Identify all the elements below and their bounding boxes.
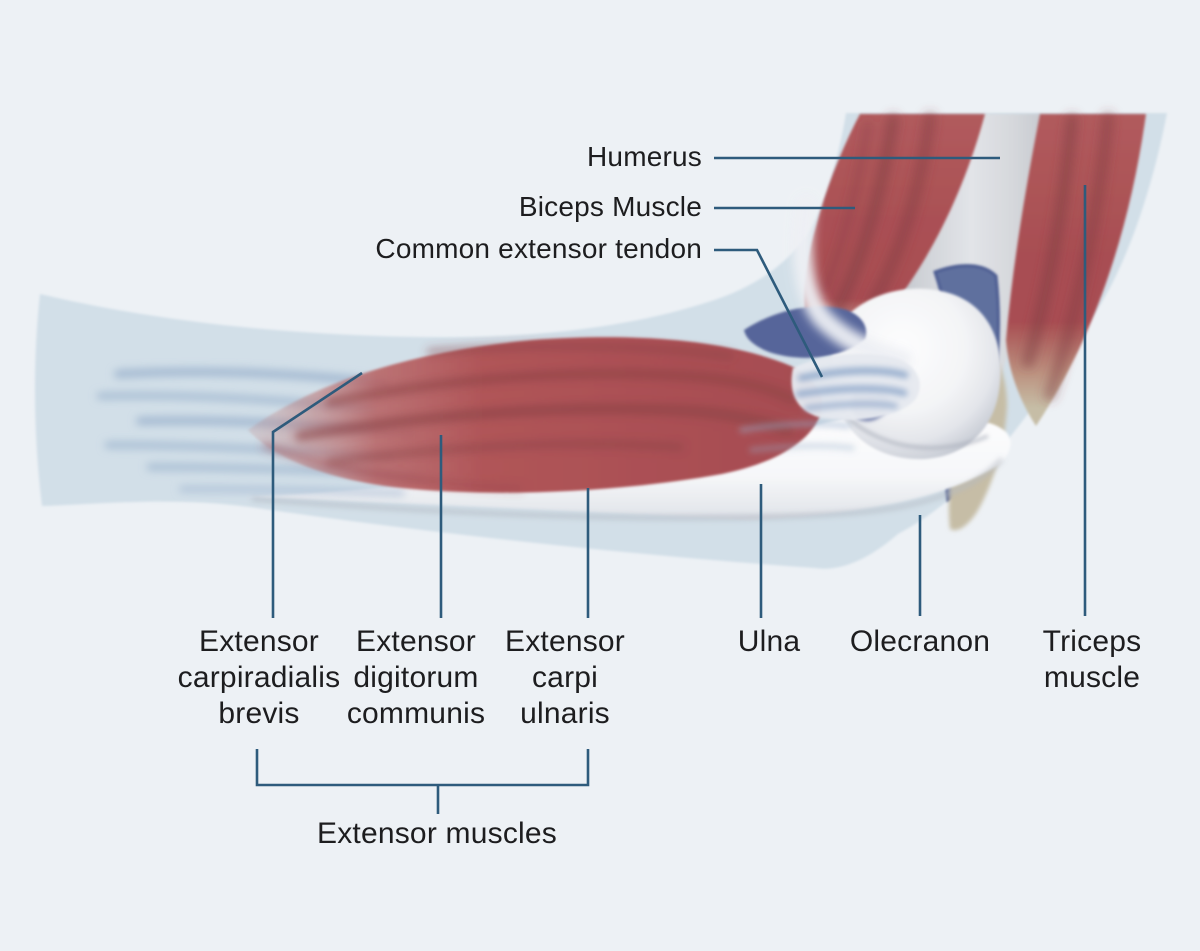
extensor-muscle-mass	[248, 337, 823, 493]
label-extensor-digitorum-communis: Extensor digitorum communis	[286, 624, 546, 732]
label-humerus: Humerus	[272, 139, 702, 175]
biceps-muscle-shape	[804, 112, 985, 348]
extensor-fiber-streaks	[262, 342, 797, 491]
label-extensor-carpiradialis-brevis: Extensor carpiradialis brevis	[129, 624, 389, 732]
label-line: communis	[346, 697, 486, 730]
label-ulna: Ulna	[639, 624, 899, 660]
label-olecranon: Olecranon	[790, 624, 1050, 660]
label-line: Olecranon	[849, 625, 991, 658]
label-extensor-muscles: Extensor muscles	[267, 816, 607, 852]
label-line: Extensor	[199, 625, 319, 658]
label-extensor-muscles-text: Extensor muscles	[317, 817, 557, 850]
label-biceps-muscle-text: Biceps Muscle	[518, 191, 702, 222]
leader-line-extensor-carpiradialis-brevis	[271, 371, 363, 618]
label-line: digitorum	[353, 661, 479, 694]
label-biceps-muscle: Biceps Muscle	[272, 189, 702, 225]
label-line: ulnaris	[520, 697, 610, 730]
label-line: Triceps	[1042, 625, 1142, 658]
label-line: carpi	[531, 661, 599, 694]
label-common-extensor-tendon: Common extensor tendon	[272, 231, 702, 267]
biceps-tendon	[792, 195, 912, 370]
label-line: Extensor	[505, 625, 625, 658]
label-line: Extensor	[356, 625, 476, 658]
ulna-bottom-shading	[251, 457, 1004, 520]
label-line: carpiradialis	[177, 661, 341, 694]
label-line: Ulna	[737, 625, 801, 658]
leader-lines	[255, 156, 1087, 814]
biceps-fiber-streaks	[821, 112, 936, 314]
label-humerus-text: Humerus	[587, 141, 702, 172]
triceps-fiber-streaks	[1022, 112, 1114, 401]
label-common-extensor-tendon-text: Common extensor tendon	[375, 233, 702, 264]
common-extensor-tendon-shape	[739, 353, 920, 453]
condyle-bottom-shading	[844, 414, 989, 450]
label-extensor-carpi-ulnaris: Extensor carpi ulnaris	[435, 624, 695, 732]
label-triceps-muscle: Triceps muscle	[962, 624, 1200, 696]
triceps-muscle-shape	[1006, 112, 1146, 426]
extensor-muscles-bracket	[255, 749, 590, 814]
tendon-insert-streaks	[739, 367, 909, 453]
label-line: muscle	[1043, 661, 1141, 694]
leader-line-common-extensor-tendon	[714, 248, 824, 378]
label-line: brevis	[218, 697, 300, 730]
